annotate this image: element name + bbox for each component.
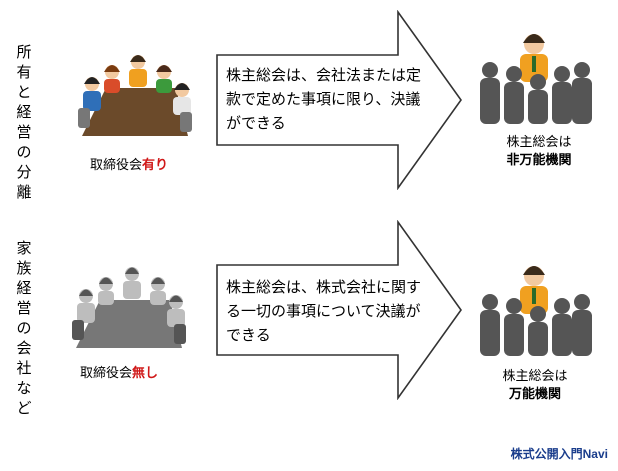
meeting-illustration-color xyxy=(78,55,192,136)
side-label-separation: 所有と経営の分離 xyxy=(16,43,32,201)
arrow-text-bottom: 株主総会は、株式会社に関する一切の事項について決議ができる xyxy=(226,278,422,344)
result-top-line1: 株主総会は xyxy=(506,135,572,150)
result-bottom-line1: 株主総会は xyxy=(502,369,568,384)
meeting-illustration-gray xyxy=(72,267,186,348)
side-label-family: 家族経営の会社など xyxy=(16,239,32,417)
board-caption-emphasis: 有り xyxy=(142,158,169,173)
result-top: 株主総会は 非万能機関 xyxy=(494,134,584,170)
result-bottom-line2: 万能機関 xyxy=(508,387,561,402)
brand-logo-text: 株式公開入門Navi xyxy=(510,447,608,461)
shareholder-meeting-illustration-top xyxy=(480,34,592,124)
arrow-shape-bottom xyxy=(216,220,462,400)
shareholder-meeting-illustration-bottom xyxy=(480,266,592,356)
result-bottom: 株主総会は 万能機関 xyxy=(490,368,580,404)
arrow-shape-top xyxy=(216,10,462,190)
board-caption-prefix: 取締役会 xyxy=(80,366,133,381)
board-caption-present: 取締役会有り xyxy=(90,154,168,173)
board-caption-emphasis: 無し xyxy=(132,366,159,381)
result-top-line2: 非万能機関 xyxy=(506,153,572,168)
arrow-text-top: 株主総会は、会社法または定款で定めた事項に限り、決議ができる xyxy=(226,66,422,132)
board-caption-prefix: 取締役会 xyxy=(90,158,143,173)
board-caption-absent: 取締役会無し xyxy=(80,362,158,381)
